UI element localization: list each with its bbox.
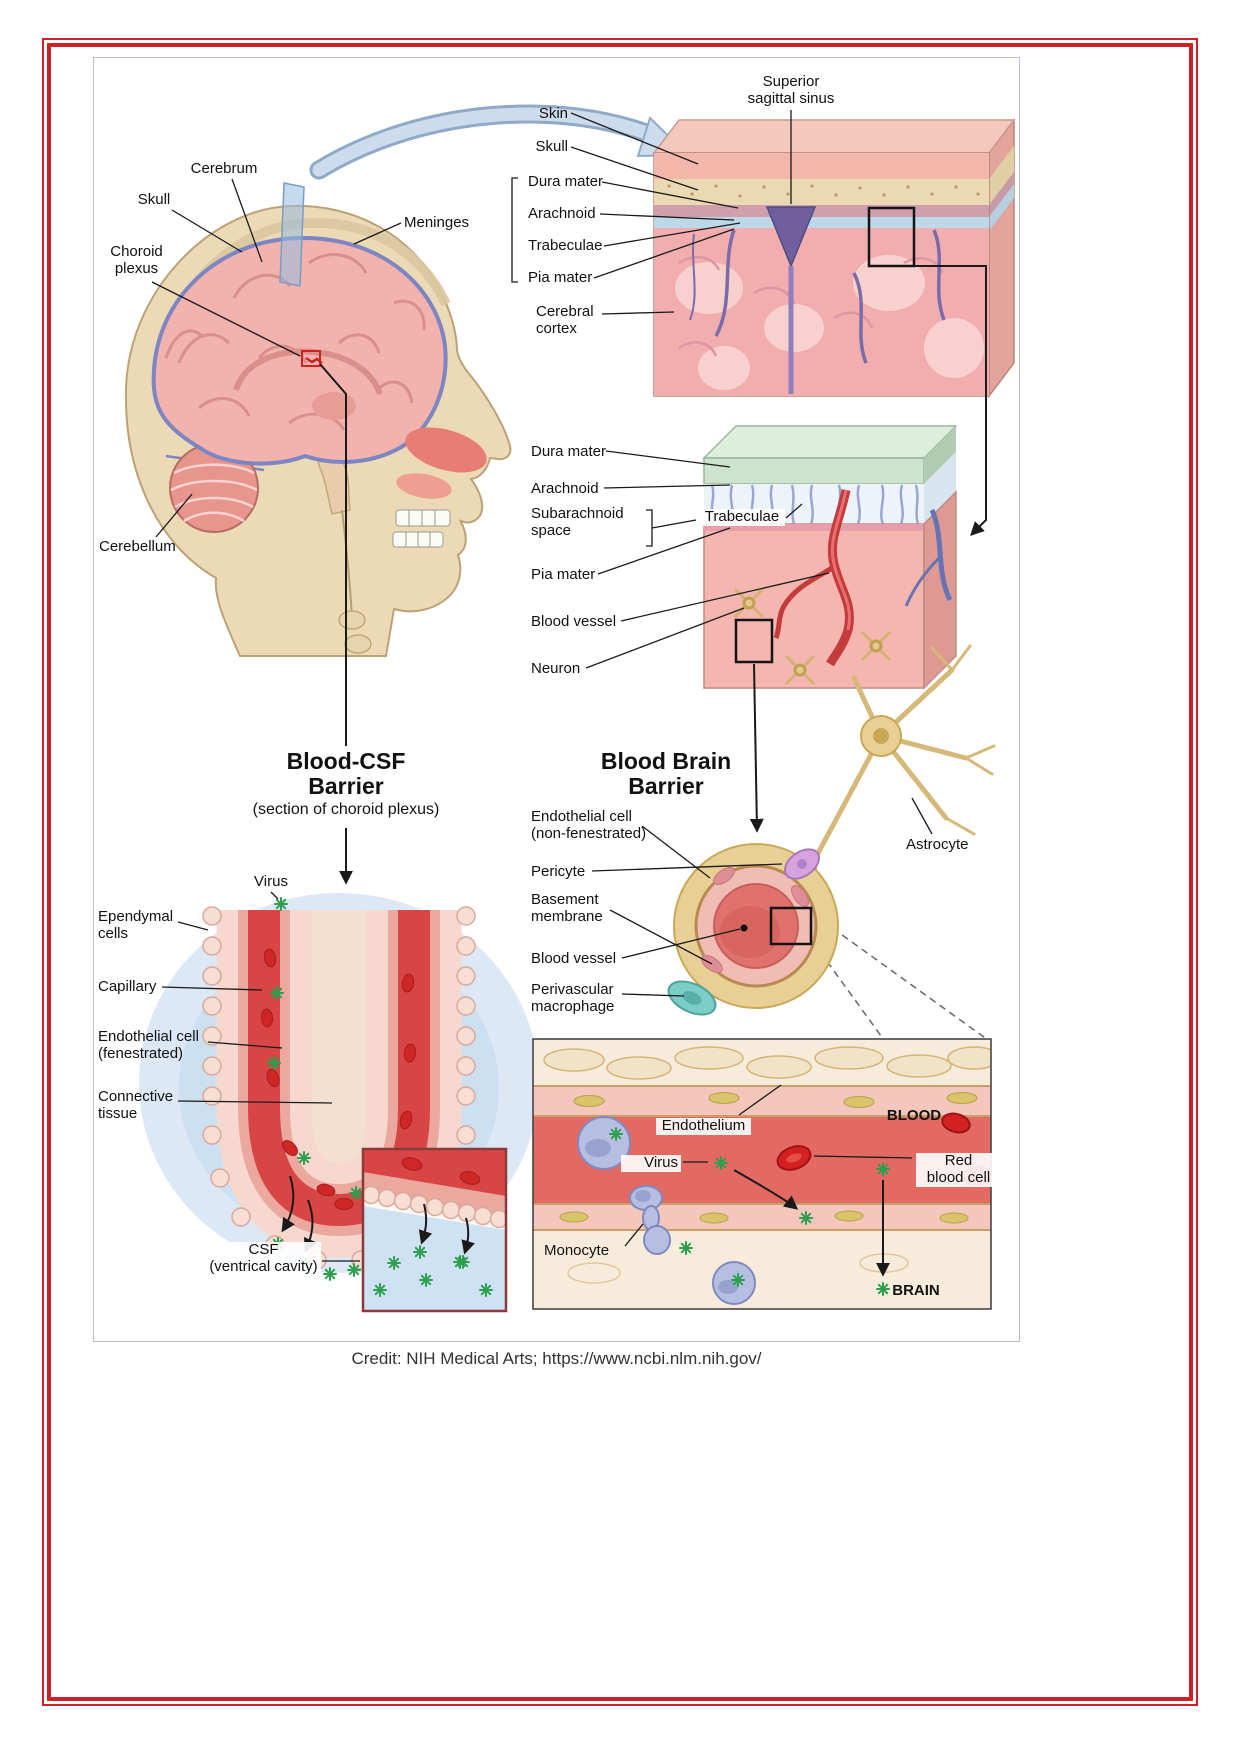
label-virus-left: Virus [254,873,288,890]
label-blood: BLOOD [886,1107,942,1124]
skull-speckles [667,184,980,198]
label-perivascular-macrophage: Perivascular macrophage [531,981,615,1015]
label-cerebellum: Cerebellum [99,538,176,555]
label-connective-tissue: Connective tissue [98,1088,174,1122]
red-frame-inner [47,43,1193,1701]
label-basement-membrane: Basement membrane [531,891,603,925]
label-brain: BRAIN [892,1282,940,1299]
red-frame [42,38,1198,1706]
figure-panel: Cerebrum Skull Choroid plexus Cerebellum… [93,57,1020,1342]
label-csf: CSF (ventrical cavity) [206,1241,321,1276]
zoom-indicator-vessel [769,906,813,946]
title-blood-brain-barrier: Blood Brain Barrier [600,748,732,799]
label-meninges: Meninges [404,214,470,231]
astrocyte-illustration [795,644,996,881]
label-subarachnoid-space: Subarachnoid space [531,505,624,539]
flow-arrows [281,265,987,1255]
label-capillary: Capillary [98,978,157,995]
label-pia-mater-mid: Pia mater [531,566,596,583]
tissue-cells-top [543,1046,991,1080]
label-pericyte: Pericyte [531,863,586,880]
label-ependymal-cells: Ependymal cells [98,908,174,942]
label-superior-sagittal-sinus: Superior sagittal sinus [747,73,835,107]
title-blood-csf-barrier: Blood-CSF Barrier [286,748,406,799]
label-cerebral-cortex: Cerebral cortex [536,303,594,337]
label-astrocyte: Astrocyte [906,836,969,853]
label-endothelium: Endothelium [656,1117,751,1135]
label-trabeculae-top: Trabeculae [528,237,603,254]
label-skull-block: Skull [535,138,568,155]
label-arachnoid-top: Arachnoid [528,205,596,222]
cut-plane [279,182,305,287]
subarachnoid-block-illustration [702,425,958,690]
head-illustration [124,182,512,657]
endothelial-nuclei [559,1092,978,1224]
label-arachnoid-mid: Arachnoid [531,480,599,497]
label-skull-head: Skull [137,191,171,208]
vessel-zoom-panel-illustration [532,1038,992,1310]
blood-csf-illustration [139,893,539,1313]
sagittal-sinus [765,206,817,268]
label-endothelial-nonfenestrated: Endothelial cell (non-fenestrated) [531,808,647,842]
leader-lines [151,110,933,1262]
zoom-indicator-top [867,206,916,268]
credit-line: Credit: NIH Medical Arts; https://www.nc… [351,1349,762,1368]
bbb-vessel-illustration [667,843,989,1041]
figure-illustration [124,104,1016,1313]
label-cerebrum: Cerebrum [190,160,258,177]
label-virus-right: Virus [621,1154,681,1172]
section-arrow [309,104,691,180]
zoom-indicator-mid [734,618,774,664]
label-choroid-plexus: Choroid plexus [110,243,163,277]
label-neuron: Neuron [531,660,581,677]
subtitle-blood-csf-barrier: (section of choroid plexus) [252,801,440,818]
inset-zoom-box [361,1147,508,1313]
label-endothelial-fenestrated: Endothelial cell (fenestrated) [98,1028,199,1062]
label-dura-mater-top: Dura mater [528,173,604,190]
label-blood-vessel-mid: Blood vessel [531,613,617,630]
label-skin: Skin [538,105,568,122]
label-red-blood-cell: Red blood cell [916,1152,1001,1187]
meninges-block-illustration [652,117,1016,399]
neurons [733,587,892,686]
label-dura-mater-mid: Dura mater [531,443,607,460]
choroid-plexus-marker [301,350,323,367]
label-trabeculae-box: Trabeculae [699,508,785,526]
label-monocyte: Monocyte [544,1242,610,1259]
label-blood-vessel-bbb: Blood vessel [531,950,617,967]
label-pia-mater-top: Pia mater [528,269,593,286]
